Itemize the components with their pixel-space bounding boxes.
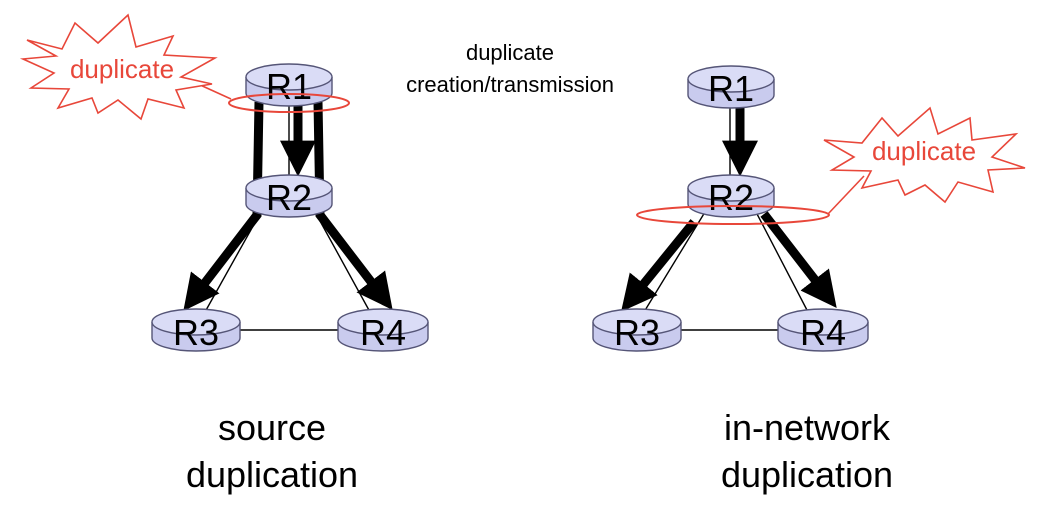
left-router-r1: R1 [245, 63, 333, 107]
right-arrow-r2-to-r4 [760, 211, 837, 308]
left-router-r2-label: R2 [266, 177, 312, 218]
left-duplication-ring [228, 93, 350, 113]
left-caption-line-1: source [218, 407, 326, 448]
left-router-r4: R4 [337, 308, 429, 353]
left-router-r4-label: R4 [360, 312, 406, 353]
right-link-r2-r3 [643, 211, 706, 313]
left-router-r3-label: R3 [173, 312, 219, 353]
left-burst-connector [197, 83, 232, 100]
source-duplication-diagram: R1 R2 R3 R4 duplicate source duplication [19, 13, 429, 495]
right-router-r1-label: R1 [708, 68, 754, 109]
right-burst-connector [827, 175, 865, 215]
right-router-r3-label: R3 [614, 312, 660, 353]
left-burst-shape [19, 13, 218, 121]
right-router-r3: R3 [592, 308, 682, 353]
left-router-r2: R2 [245, 174, 333, 218]
left-burst-label: duplicate [70, 54, 174, 84]
left-arrow-r1-to-r3 [183, 101, 264, 311]
right-link-r2-r4 [755, 211, 809, 313]
right-burst-label: duplicate [872, 136, 976, 166]
right-router-r2-label: R2 [708, 177, 754, 218]
right-arrow-r2-to-r3 [621, 219, 698, 312]
right-router-r4: R4 [777, 308, 869, 353]
header: duplicate creation/transmission [406, 40, 614, 97]
right-duplication-ring [636, 205, 830, 225]
left-arrow-r1-to-r4 [313, 101, 393, 311]
right-router-r1: R1 [687, 65, 775, 109]
in-network-duplication-diagram: R1 R2 R3 R4 duplicate in-network duplica… [592, 65, 1026, 495]
left-caption-line-2: duplication [186, 454, 358, 495]
right-router-r4-label: R4 [800, 312, 846, 353]
header-line-2: creation/transmission [406, 72, 614, 97]
right-burst-shape [823, 106, 1026, 204]
right-router-r2: R2 [687, 174, 775, 218]
right-duplicate-burst: duplicate [823, 106, 1026, 204]
left-duplicate-burst: duplicate [19, 13, 218, 121]
left-router-r3: R3 [151, 308, 241, 353]
right-caption-line-1: in-network [724, 407, 891, 448]
right-caption-line-2: duplication [721, 454, 893, 495]
left-router-r1-label: R1 [266, 66, 312, 107]
header-line-1: duplicate [466, 40, 554, 65]
right-arrows [621, 104, 837, 312]
